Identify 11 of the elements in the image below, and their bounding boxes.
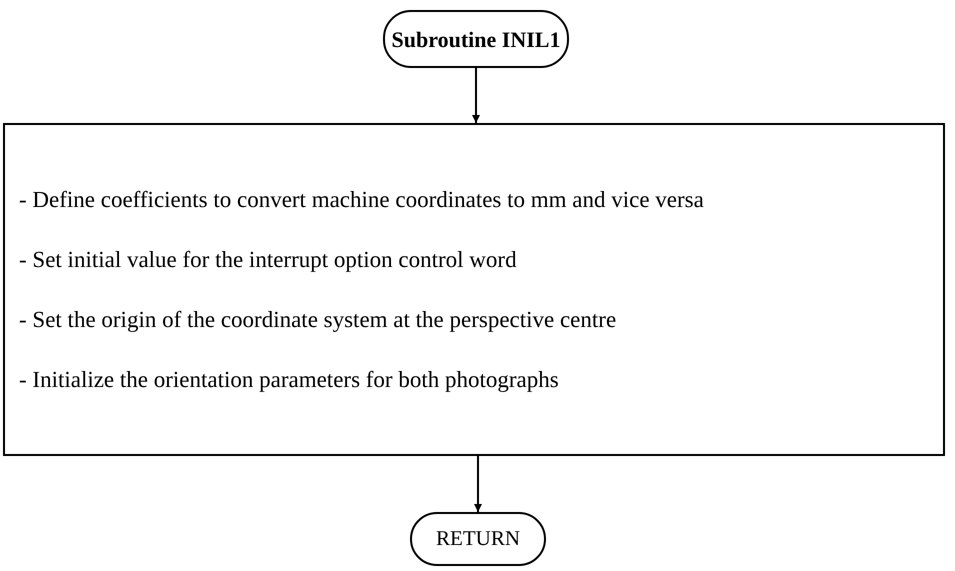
terminator	[410, 512, 546, 566]
terminator	[383, 10, 569, 68]
step-text: - Define coefficients to convert machine coordinates to mm and vice versa	[19, 186, 705, 214]
step-text: - Set initial value for the interrupt option control word	[19, 246, 518, 274]
step-text: - Initialize the orientation parameters for both photographs	[19, 366, 560, 394]
arrow	[472, 68, 480, 123]
terminator-label: RETURN	[436, 525, 520, 552]
process-box	[3, 123, 945, 456]
step-text: - Set the origin of the coordinate system at the perspective centre	[19, 306, 618, 334]
terminator-label: Subroutine INIL1	[392, 26, 560, 54]
arrow	[474, 456, 482, 512]
